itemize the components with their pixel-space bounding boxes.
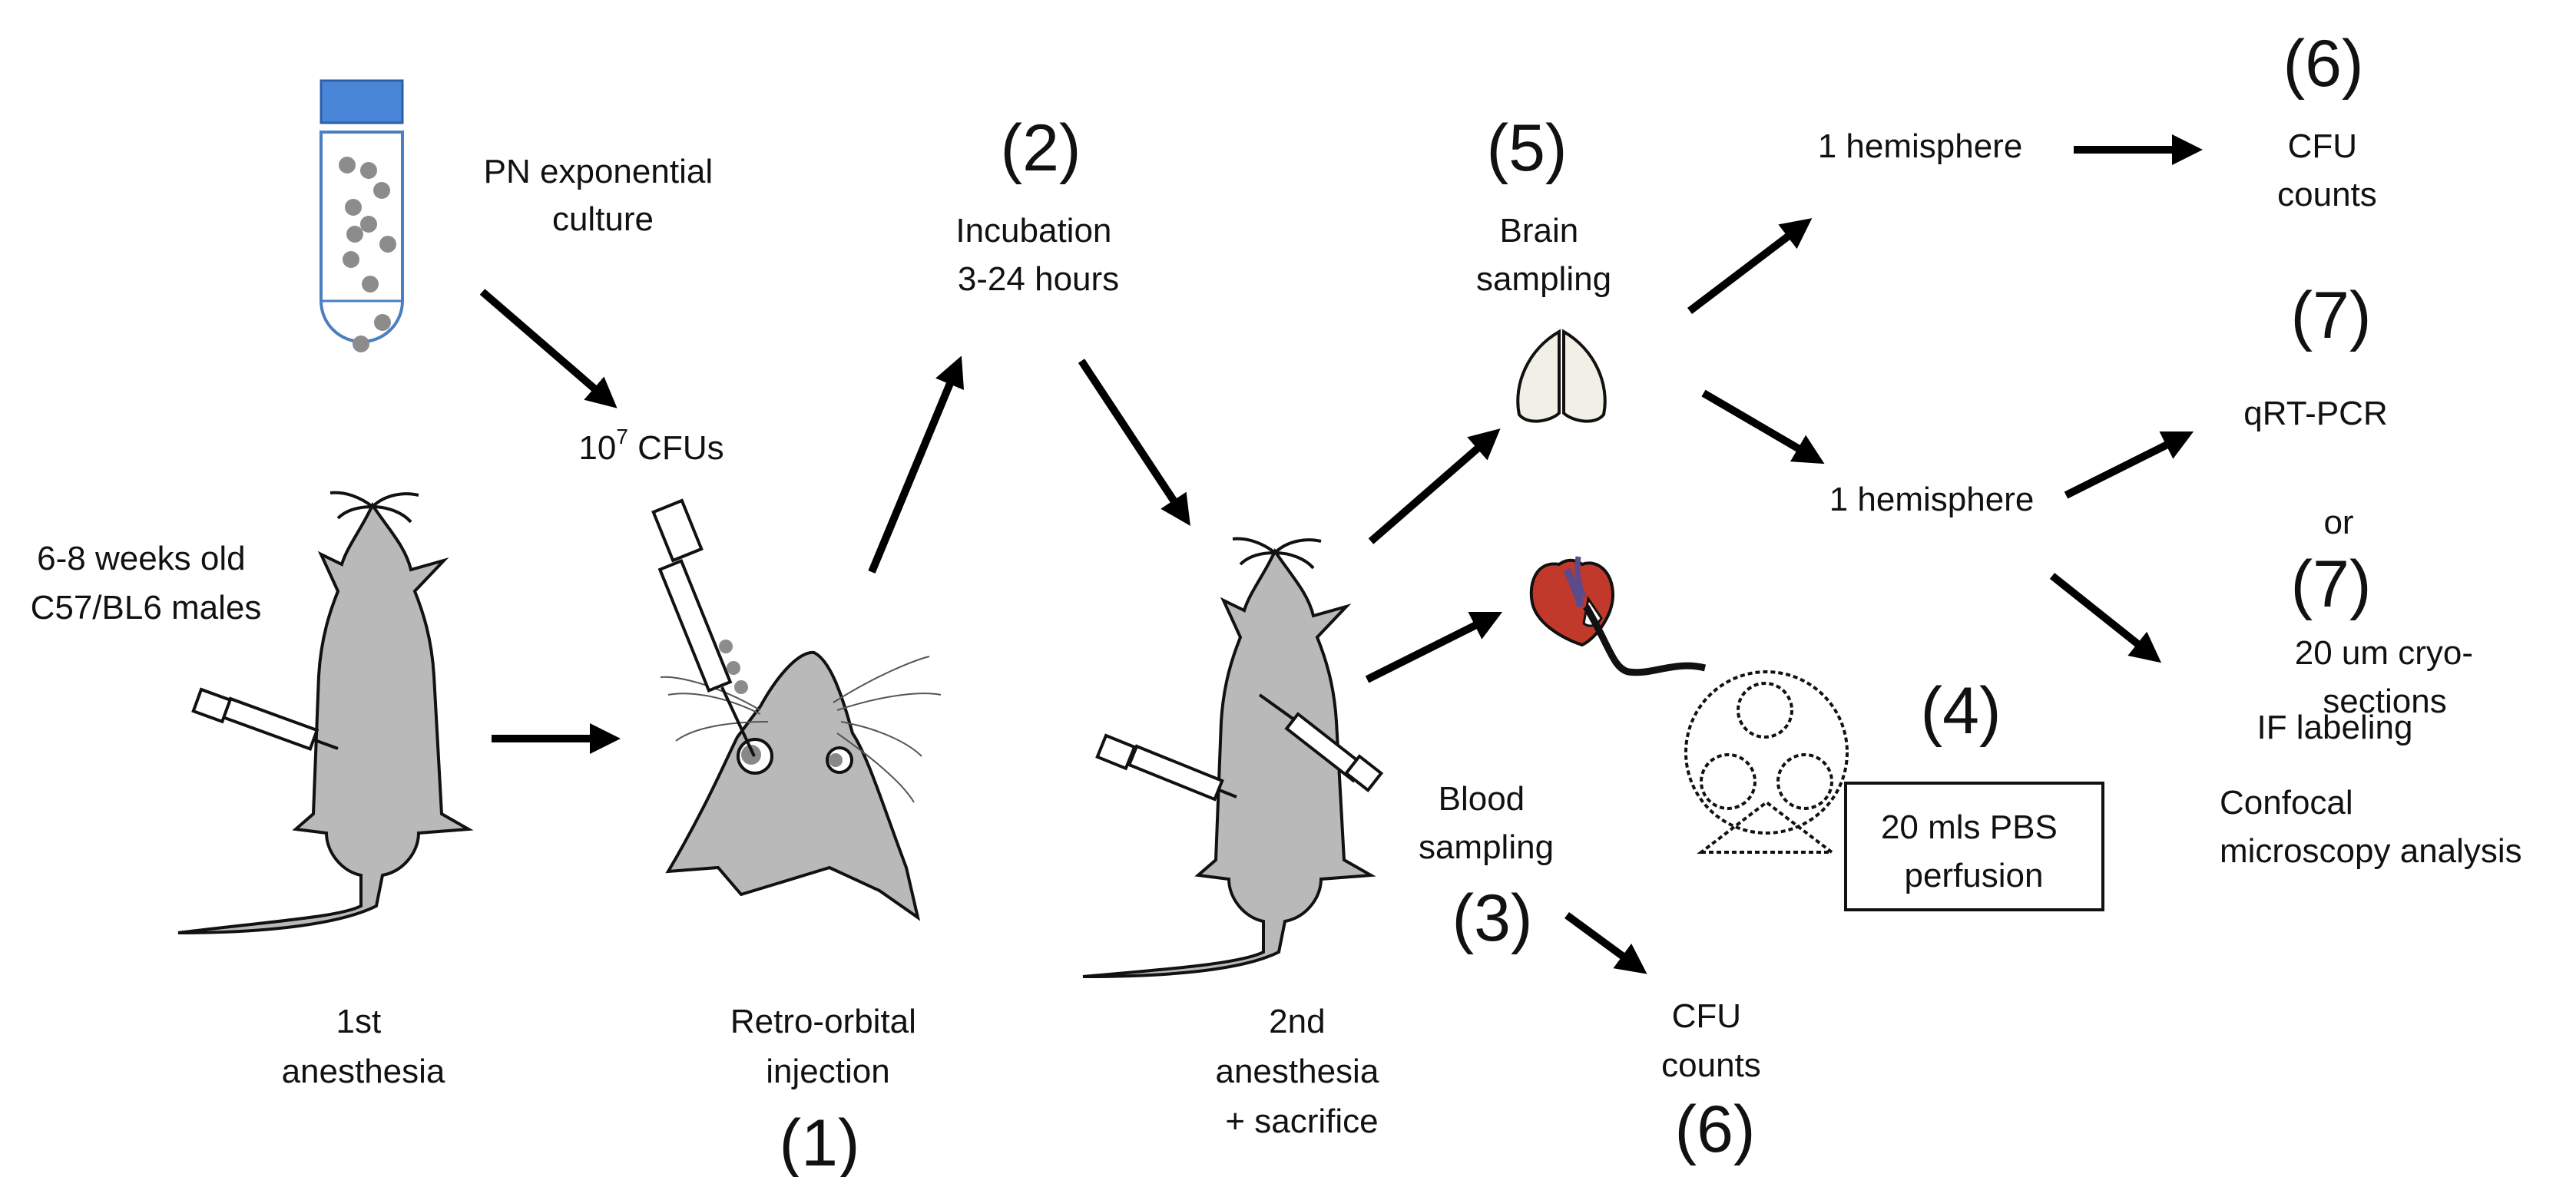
- perfusion-box: [1844, 782, 2104, 911]
- step-1: (1): [779, 1106, 859, 1177]
- if-labeling-label: IF labeling: [2256, 709, 2412, 746]
- arrow-incubation-to-sacrifice: [1078, 359, 1190, 527]
- cfu-dose-label: 107 CFUs: [578, 425, 723, 467]
- cfu-counts-bottom-label: CFU counts: [1661, 997, 1761, 1084]
- mouse-head-icon: [660, 650, 942, 921]
- cryo-sections-label: 20 um cryo- sections: [2295, 634, 2483, 720]
- culture-label: PN exponential culture: [484, 153, 723, 238]
- arrow-blood-to-cfu: [1564, 911, 1647, 974]
- mice-label: 6-8 weeks old C57/BL6 males: [31, 540, 262, 627]
- arrow-hemisphere-to-cryo: [2049, 573, 2162, 663]
- qrt-pcr-label: qRT-PCR: [2243, 395, 2387, 432]
- brain-sampling-label: Brain sampling: [1476, 212, 1611, 298]
- incubation-label: Incubation 3-24 hours: [955, 212, 1121, 298]
- step-3: (3): [1452, 881, 1532, 955]
- step-5: (5): [1486, 111, 1567, 185]
- syringe-icon: [1095, 733, 1237, 802]
- flow-arrows: [479, 134, 2203, 974]
- or-label: or: [2323, 504, 2353, 541]
- first-anesthesia-label: 1st anesthesia: [282, 1003, 445, 1090]
- hemisphere-top-label: 1 hemisphere: [1818, 127, 2023, 165]
- test-tube-icon: [320, 79, 404, 352]
- arrow-injection-to-incubation: [868, 355, 965, 574]
- arrow-to-brain: [1368, 428, 1501, 544]
- step-7-bottom: (7): [2290, 547, 2371, 621]
- syringe-icon: [1258, 693, 1384, 793]
- mouse-icon: [1082, 537, 1376, 978]
- syringe-icon: [191, 687, 339, 752]
- step-6-bottom: (6): [1674, 1093, 1755, 1166]
- confocal-label: Confocal microscopy analysis: [2220, 784, 2522, 870]
- step-2: (2): [1000, 111, 1081, 185]
- arrow-culture-to-cfus: [479, 289, 618, 408]
- perfusion-pump-icon: [1684, 670, 1849, 854]
- arrow-brain-to-hemisphere-top: [1687, 218, 1813, 314]
- step-6-top: (6): [2283, 27, 2363, 101]
- cfu-counts-top-label: CFU counts: [2277, 127, 2377, 213]
- arrow-brain-to-hemisphere-bottom: [1701, 389, 1825, 465]
- brain-icon: [1516, 329, 1607, 423]
- second-anesthesia-label: 2nd anesthesia + sacrifice: [1215, 1003, 1388, 1140]
- perfusion-label: 20 mls PBS perfusion: [1881, 808, 2067, 894]
- retro-orbital-label: Retro-orbital injection: [730, 1003, 925, 1090]
- syringe-icon: [651, 498, 756, 757]
- mouse-icon: [177, 491, 474, 934]
- step-4: (4): [1920, 674, 2001, 748]
- blood-sampling-label: Blood sampling: [1419, 780, 1554, 866]
- arrow-hemisphere-to-qrtpcr: [2064, 431, 2194, 499]
- perfusion-tubing: [1583, 604, 1707, 676]
- hemisphere-bottom-label: 1 hemisphere: [1829, 481, 2035, 518]
- arrow-to-heart: [1365, 611, 1503, 683]
- step-7-top: (7): [2290, 279, 2371, 352]
